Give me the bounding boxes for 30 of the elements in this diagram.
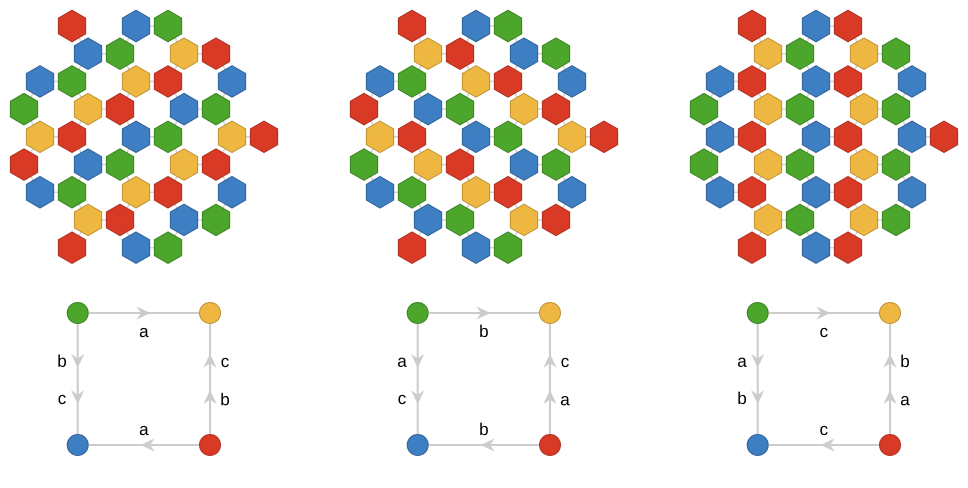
vertex-circle [199,302,221,324]
vertex-circle [746,302,769,324]
letter-label: c [221,358,229,368]
edge-label: a [140,426,149,436]
letter-label: c [58,394,66,404]
vertex-circle [539,302,561,324]
vertex-circle [879,434,901,456]
letter-label: c [561,358,569,368]
vertex-circle [539,434,561,456]
edge-label: a [738,358,747,367]
edge-label: a [398,358,407,367]
vertex-circle [66,302,89,324]
letter-label: b [901,354,909,368]
vertex-circle [406,434,429,456]
edge-label: c [820,426,828,436]
vertex-circle [66,434,89,456]
edge-label: b [221,392,230,406]
vertex-circle [746,434,769,456]
vertex-circle [406,302,429,324]
letter-label: b [738,392,746,404]
edge-label: b [480,324,488,338]
edge-label: a [901,396,910,406]
vertex-circle [199,434,221,456]
edge-label: b [58,354,66,367]
vertex-circle [879,302,901,324]
edge-label: b [480,422,488,436]
edge-label: c [820,328,828,338]
edge-label: a [140,328,149,338]
letter-label: c [398,394,406,404]
edge-label: a [561,396,570,406]
